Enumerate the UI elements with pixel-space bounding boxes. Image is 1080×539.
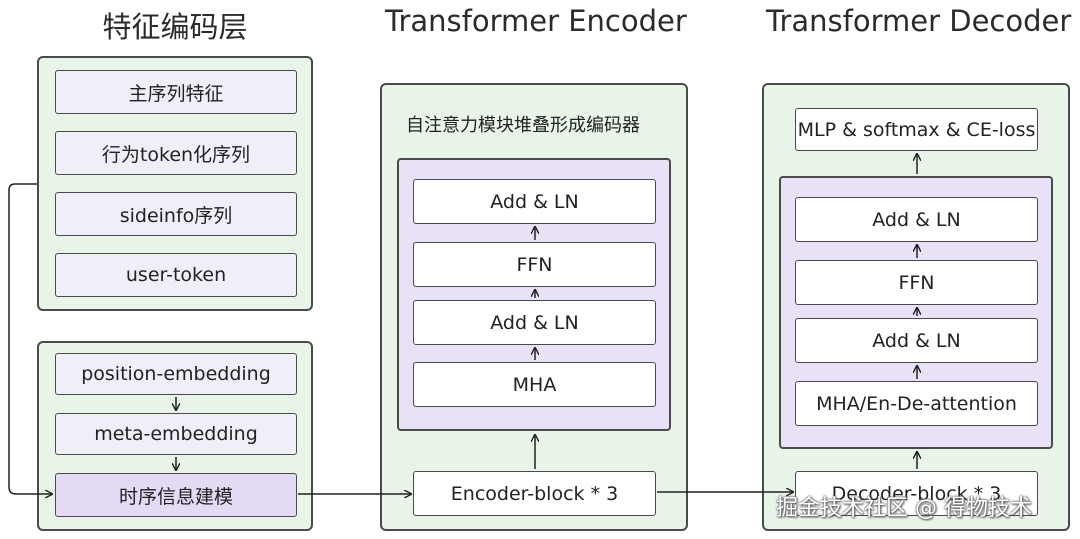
- decoder-block-box: Decoder-block * 3: [795, 471, 1038, 516]
- decoder-add-ln-bottom-box: Add & LN: [795, 318, 1038, 363]
- position-embedding-box: position-embedding: [55, 353, 297, 395]
- encoder-add-ln-top-box: Add & LN: [413, 179, 656, 224]
- decoder-title: Transformer Decoder: [766, 4, 1072, 38]
- decoder-head-box: MLP & softmax & CE-loss: [795, 108, 1038, 151]
- feature-loop-connector: [8, 183, 52, 494]
- decoder-add-ln-top-box: Add & LN: [795, 197, 1038, 242]
- encoder-mha-box: MHA: [413, 362, 656, 407]
- user-token-box: user-token: [55, 253, 297, 297]
- encoder-caption: 自注意力模块堆叠形成编码器: [406, 115, 640, 136]
- main-sequence-feature-box: 主序列特征: [55, 70, 297, 114]
- encoder-block-box: Encoder-block * 3: [413, 471, 656, 516]
- temporal-modeling-box: 时序信息建模: [55, 473, 297, 517]
- encoder-add-ln-bottom-box: Add & LN: [413, 300, 656, 345]
- decoder-ffn-box: FFN: [795, 260, 1038, 305]
- decoder-attention-box: MHA/En-De-attention: [795, 381, 1038, 426]
- encoder-title: Transformer Encoder: [385, 4, 687, 38]
- encoder-ffn-box: FFN: [413, 242, 656, 287]
- behavior-token-sequence-box: 行为token化序列: [55, 131, 297, 175]
- watermark: 掘金技术社区 @ 得物技术: [776, 496, 1032, 521]
- feature-layer-title: 特征编码层: [102, 10, 248, 44]
- meta-embedding-box: meta-embedding: [55, 413, 297, 455]
- sideinfo-sequence-box: sideinfo序列: [55, 192, 297, 236]
